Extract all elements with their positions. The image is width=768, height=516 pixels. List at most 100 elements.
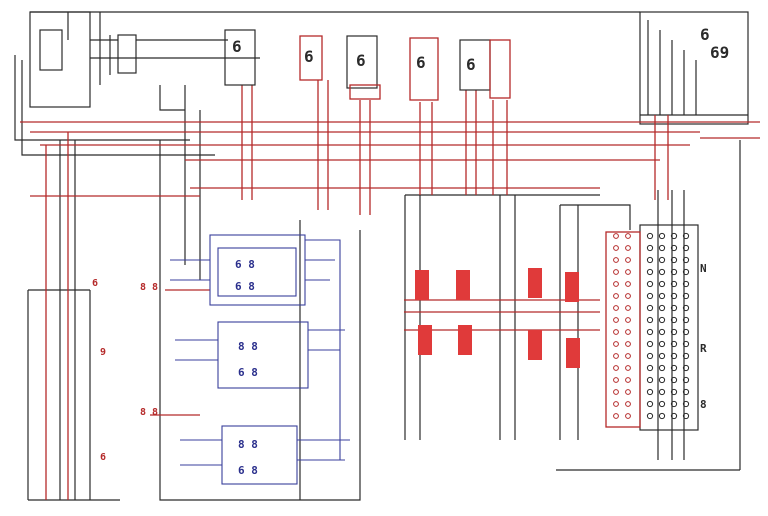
display-line-2: 69 xyxy=(710,43,729,62)
top-left-submodule xyxy=(39,29,63,71)
header-pin xyxy=(658,352,666,360)
ic-chip-1-line-1: 6 8 xyxy=(235,258,255,271)
header-pin-left xyxy=(613,413,619,419)
header-pin xyxy=(682,244,690,252)
component-u5: 6 xyxy=(459,39,511,99)
header-pin-left xyxy=(613,353,619,359)
header-pin xyxy=(646,280,654,288)
header-pin-left xyxy=(613,329,619,335)
header-pin-left xyxy=(625,401,631,407)
header-pin xyxy=(670,316,678,324)
header-pin-left xyxy=(625,365,631,371)
header-pin-left xyxy=(613,389,619,395)
header-pin xyxy=(646,304,654,312)
header-pin xyxy=(670,328,678,336)
header-pin xyxy=(658,292,666,300)
header-pin xyxy=(658,412,666,420)
ic-chip-2: 8 8 6 8 xyxy=(217,321,309,389)
header-pin xyxy=(646,232,654,240)
header-pin xyxy=(670,388,678,396)
header-pin-left xyxy=(613,377,619,383)
pin-header-left xyxy=(605,231,641,428)
ic-chips: 6 8 6 8 8 8 6 8 8 8 6 8 xyxy=(170,234,350,485)
header-pin-left xyxy=(625,269,631,275)
header-pin xyxy=(658,244,666,252)
header-pin-left xyxy=(613,365,619,371)
header-pin-left xyxy=(613,305,619,311)
ic-chip-3-line-2: 6 8 xyxy=(238,464,258,477)
left-label-c: 6 xyxy=(100,452,106,463)
header-pin xyxy=(658,256,666,264)
header-pin xyxy=(682,304,690,312)
dark-wiring xyxy=(14,11,749,501)
header-pin-left xyxy=(625,317,631,323)
header-pin xyxy=(646,388,654,396)
header-pin xyxy=(682,280,690,288)
header-pin xyxy=(646,328,654,336)
header-pin xyxy=(670,376,678,384)
ic-chip-1-line-2: 6 8 xyxy=(235,280,255,293)
component-u4-glyph: 6 xyxy=(416,53,426,72)
header-pin-left xyxy=(625,377,631,383)
header-pin xyxy=(670,292,678,300)
resistor-7 xyxy=(528,330,542,360)
header-pin xyxy=(670,304,678,312)
top-components: 6 6 6 6 6 6 69 xyxy=(224,25,729,101)
ic-chip-3: 8 8 6 8 xyxy=(221,425,298,485)
component-u3: 6 xyxy=(346,35,381,100)
header-pin xyxy=(670,400,678,408)
right-label-a: N xyxy=(700,262,707,275)
header-pin-left xyxy=(625,245,631,251)
component-u1-glyph: 6 xyxy=(232,37,242,56)
red-wiring xyxy=(20,80,760,500)
header-pin-left xyxy=(625,257,631,263)
header-pin-left xyxy=(625,341,631,347)
header-pin-left xyxy=(625,233,631,239)
header-pin xyxy=(670,352,678,360)
header-pin xyxy=(646,376,654,384)
header-pin-left xyxy=(625,281,631,287)
header-pin-left xyxy=(613,401,619,407)
header-pin-left xyxy=(625,413,631,419)
header-pin xyxy=(670,280,678,288)
ic-chip-1: 6 8 6 8 xyxy=(209,234,306,306)
side-labels: 6 9 6 8 8 8 8 N R 8 xyxy=(92,262,707,463)
header-pin-left xyxy=(613,293,619,299)
ic-chip-2-line-1: 8 8 xyxy=(238,340,258,353)
header-pin xyxy=(670,232,678,240)
component-u2: 6 xyxy=(299,35,323,81)
header-pin xyxy=(658,316,666,324)
left-label-b: 9 xyxy=(100,347,106,358)
pin-header xyxy=(605,224,699,431)
header-pin xyxy=(682,376,690,384)
display-line-1: 6 xyxy=(700,25,710,44)
resistor-8 xyxy=(566,338,580,368)
header-pin xyxy=(646,352,654,360)
resistor-5 xyxy=(418,325,432,355)
header-pin xyxy=(682,268,690,276)
header-pin xyxy=(646,340,654,348)
left-label-a: 6 xyxy=(92,278,98,289)
header-pin xyxy=(682,256,690,264)
pin-header-body xyxy=(639,224,699,431)
header-pin xyxy=(682,364,690,372)
header-pin-left xyxy=(613,233,619,239)
header-pin xyxy=(646,316,654,324)
header-pin xyxy=(658,364,666,372)
ic-chip-3-line-1: 8 8 xyxy=(238,438,258,451)
header-pin xyxy=(682,340,690,348)
header-pin-left xyxy=(613,257,619,263)
header-pin xyxy=(658,340,666,348)
header-pin-left xyxy=(613,317,619,323)
header-pin xyxy=(646,292,654,300)
header-pin xyxy=(646,400,654,408)
component-u3-glyph: 6 xyxy=(356,51,366,70)
header-pin xyxy=(670,412,678,420)
header-pin-left xyxy=(625,353,631,359)
header-pin-left xyxy=(613,245,619,251)
header-pin xyxy=(670,268,678,276)
component-u2-glyph: 6 xyxy=(304,47,314,66)
right-label-b: R xyxy=(700,342,707,355)
